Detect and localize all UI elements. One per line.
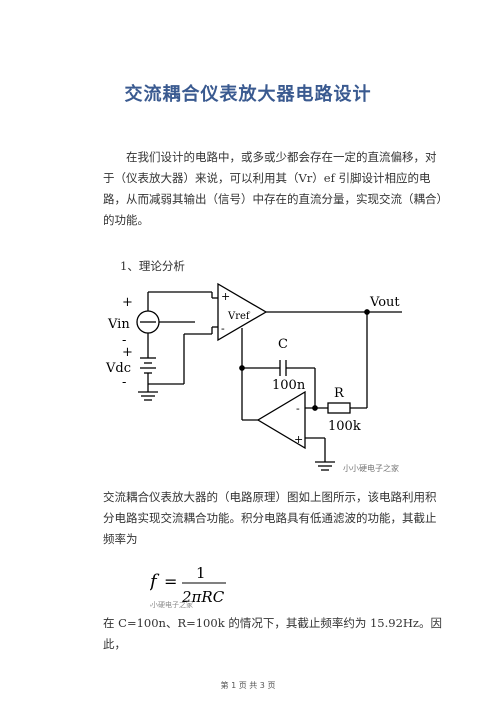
label-r-value: 100k <box>328 419 361 434</box>
resistor-r <box>327 402 351 414</box>
cutoff-formula: f = 1 2πRC 小小硬电子之家 <box>150 564 226 609</box>
formula-watermark: 小小硬电子之家 <box>150 600 193 609</box>
calculation-paragraph: 在 C=100n、R=100k 的情况下，其截止频率约为 15.92Hz。因此， <box>103 616 442 651</box>
label-vin: Vin <box>107 317 130 332</box>
label-amp-minus: - <box>221 322 225 335</box>
label-c-value: 100n <box>272 378 306 393</box>
label-vout: Vout <box>369 295 400 310</box>
label-int-minus: - <box>296 402 300 415</box>
label-amp-plus: + <box>221 290 230 303</box>
circuit-watermark: 小小硬电子之家 <box>343 463 399 473</box>
section-heading: 1、理论分析 <box>120 259 185 273</box>
label-c: C <box>278 337 288 352</box>
label-vin-minus: - <box>122 333 126 348</box>
label-vdc-minus: - <box>122 375 126 390</box>
page-footer: 第 1 页 共 3 页 <box>220 681 276 690</box>
intro-paragraph: 在我们设计的电路中，或多或少都会存在一定的直流偏移，对于（仪表放大器）来说，可以… <box>103 150 443 227</box>
label-vref: Vref <box>227 311 251 322</box>
label-int-plus: + <box>294 433 303 446</box>
integrator-opamp <box>256 390 306 450</box>
document-title: 交流耦合仪表放大器电路设计 <box>124 84 372 105</box>
inst-amp <box>217 282 268 342</box>
formula-denominator: 2πRC <box>181 588 225 606</box>
formula-numerator: 1 <box>196 564 206 582</box>
circuit-diagram: + Vin - + Vdc - + - Vref Vout C 100n R 1… <box>105 282 402 473</box>
label-r: R <box>334 386 345 401</box>
formula-f: f <box>150 571 160 592</box>
label-vin-plus: + <box>122 295 133 310</box>
label-vdc: Vdc <box>105 361 131 376</box>
formula-eq: = <box>164 572 177 591</box>
principle-paragraph: 交流耦合仪表放大器的（电路原理）图如上图所示，该电路利用积分电路实现交流耦合功能… <box>103 490 437 546</box>
label-vdc-plus: + <box>122 345 133 360</box>
